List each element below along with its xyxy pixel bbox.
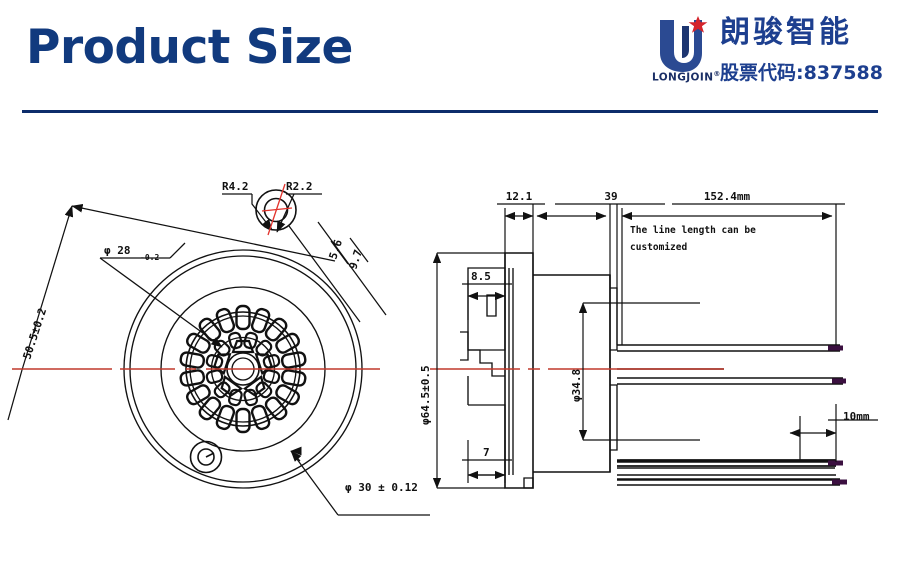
company-logo: 朗骏智能 股票代码:837588 LONGJOIN® bbox=[652, 12, 883, 94]
dim-8-5 bbox=[462, 280, 512, 320]
dim-flange-diameter: φ64.5±0.5 bbox=[419, 365, 432, 425]
dim-overall-height: 50.5±0.2 bbox=[20, 307, 49, 361]
front-view-geometry bbox=[123, 249, 363, 489]
mounting-hole-detail bbox=[189, 440, 223, 474]
lead-note-line2: customized bbox=[630, 242, 687, 253]
dim-strip-length bbox=[789, 404, 878, 462]
dim-pitch-circle: φ 30 ± 0.12 bbox=[345, 481, 418, 494]
lead-wires bbox=[617, 459, 836, 481]
dim-body-dia bbox=[578, 302, 700, 441]
rotor-inner-slots bbox=[205, 331, 281, 407]
page-title: Product Size bbox=[26, 20, 353, 75]
longjoin-u-star-logo bbox=[660, 16, 708, 72]
lead-note-line1: The line length can be bbox=[630, 225, 756, 236]
logo-brand-en: LONGJOIN® bbox=[652, 70, 721, 84]
drawing-canvas: 50.5±0.2 φ 28 -0.2 R4.2 R2.2 5.6 9.7 φ 3… bbox=[7, 180, 878, 516]
wire-bundle bbox=[617, 459, 840, 486]
dim-fillet-small: R2.2 bbox=[286, 180, 313, 193]
wire-bundle-top bbox=[617, 344, 843, 385]
title-divider bbox=[22, 110, 878, 113]
registered-mark: ® bbox=[713, 70, 721, 78]
dim-bore-tolerance: -0.2 bbox=[140, 253, 159, 262]
side-view-top-dims bbox=[497, 203, 845, 345]
dim-base-step: 8.5 bbox=[471, 270, 491, 283]
dim-lead-length: 152.4mm bbox=[704, 190, 751, 203]
drawing-labels: 50.5±0.2 φ 28 -0.2 R4.2 R2.2 5.6 9.7 φ 3… bbox=[20, 180, 869, 494]
dim-flange-thickness: 12.1 bbox=[506, 190, 533, 203]
dim-offset-a: 5.6 bbox=[326, 238, 345, 261]
dim-wire-strip: 10mm bbox=[843, 410, 870, 423]
dim-offset-b: 9.7 bbox=[346, 248, 365, 271]
logo-brand-cn: 朗骏智能 bbox=[720, 15, 852, 50]
wire-tips bbox=[828, 345, 847, 485]
logo-brand-en-text: LONGJOIN bbox=[652, 71, 714, 84]
dim-foot-width: 7 bbox=[483, 446, 490, 459]
rotor-outer-slots bbox=[179, 304, 307, 434]
logo-stock-code: 股票代码:837588 bbox=[720, 62, 883, 84]
dim-7 bbox=[462, 440, 512, 483]
front-view-leaders bbox=[7, 193, 430, 516]
dim-bore-diameter: φ 28 bbox=[104, 244, 131, 257]
technical-drawing: 50.5±0.2 φ 28 -0.2 R4.2 R2.2 5.6 9.7 φ 3… bbox=[0, 120, 900, 568]
dim-fillet-large: R4.2 bbox=[222, 180, 249, 193]
dim-flange-dia bbox=[432, 252, 505, 489]
dim-body-diameter: φ34.8 bbox=[570, 369, 583, 402]
dim-body-length: 39 bbox=[604, 190, 617, 203]
